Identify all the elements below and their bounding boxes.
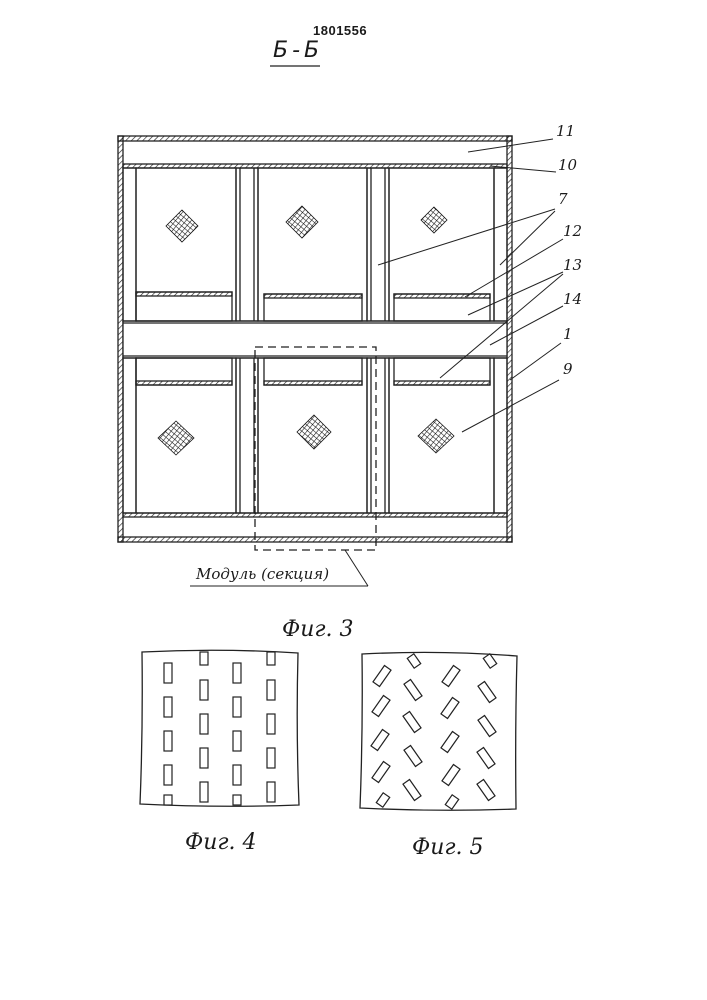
post-lower-2 xyxy=(367,358,389,513)
figure-5-drawing xyxy=(360,652,517,810)
housing-left-wall xyxy=(118,136,123,542)
housing-top-wall xyxy=(118,136,512,141)
mesh-diamond-3 xyxy=(421,207,447,233)
callout-7: 7 xyxy=(558,192,568,207)
housing-bottom-wall xyxy=(118,537,512,542)
mesh-diamond-4 xyxy=(158,421,194,455)
leader-module xyxy=(345,550,368,586)
callout-13: 13 xyxy=(563,258,582,273)
housing-right-wall xyxy=(507,136,512,542)
module-label: Модуль (секция) xyxy=(196,567,329,582)
mesh-diamond-6 xyxy=(418,419,454,453)
post-upper-left xyxy=(123,168,136,321)
leader-12 xyxy=(465,239,563,297)
mesh-diamond-1 xyxy=(166,210,198,242)
leader-1 xyxy=(510,343,561,380)
module-outline xyxy=(255,347,376,550)
callout-1: 1 xyxy=(563,327,573,342)
figure-5-caption: Фиг. 5 xyxy=(412,837,484,859)
fig5-slots xyxy=(371,654,497,809)
post-upper-1 xyxy=(236,168,258,321)
figure-4-caption: Фиг. 4 xyxy=(185,832,257,854)
callout-11: 11 xyxy=(556,124,575,139)
mesh-diamond-5 xyxy=(297,415,331,449)
mesh-diamond-2 xyxy=(286,206,318,238)
fig4-slots xyxy=(164,652,275,805)
figure-3-caption: Фиг. 3 xyxy=(282,619,354,641)
post-lower-left xyxy=(123,358,136,513)
callout-9: 9 xyxy=(563,362,573,377)
leader-10 xyxy=(490,166,556,172)
figure-4-drawing xyxy=(140,650,299,806)
post-upper-2 xyxy=(367,168,389,321)
callout-14: 14 xyxy=(563,292,582,307)
callout-10: 10 xyxy=(558,158,577,173)
central-beam xyxy=(123,321,507,358)
cell-upper-1 xyxy=(136,168,236,321)
post-lower-right xyxy=(494,358,507,513)
fig5-sheet-outline xyxy=(360,652,517,810)
callout-12: 12 xyxy=(563,224,582,239)
figure-3-drawing xyxy=(118,136,512,550)
